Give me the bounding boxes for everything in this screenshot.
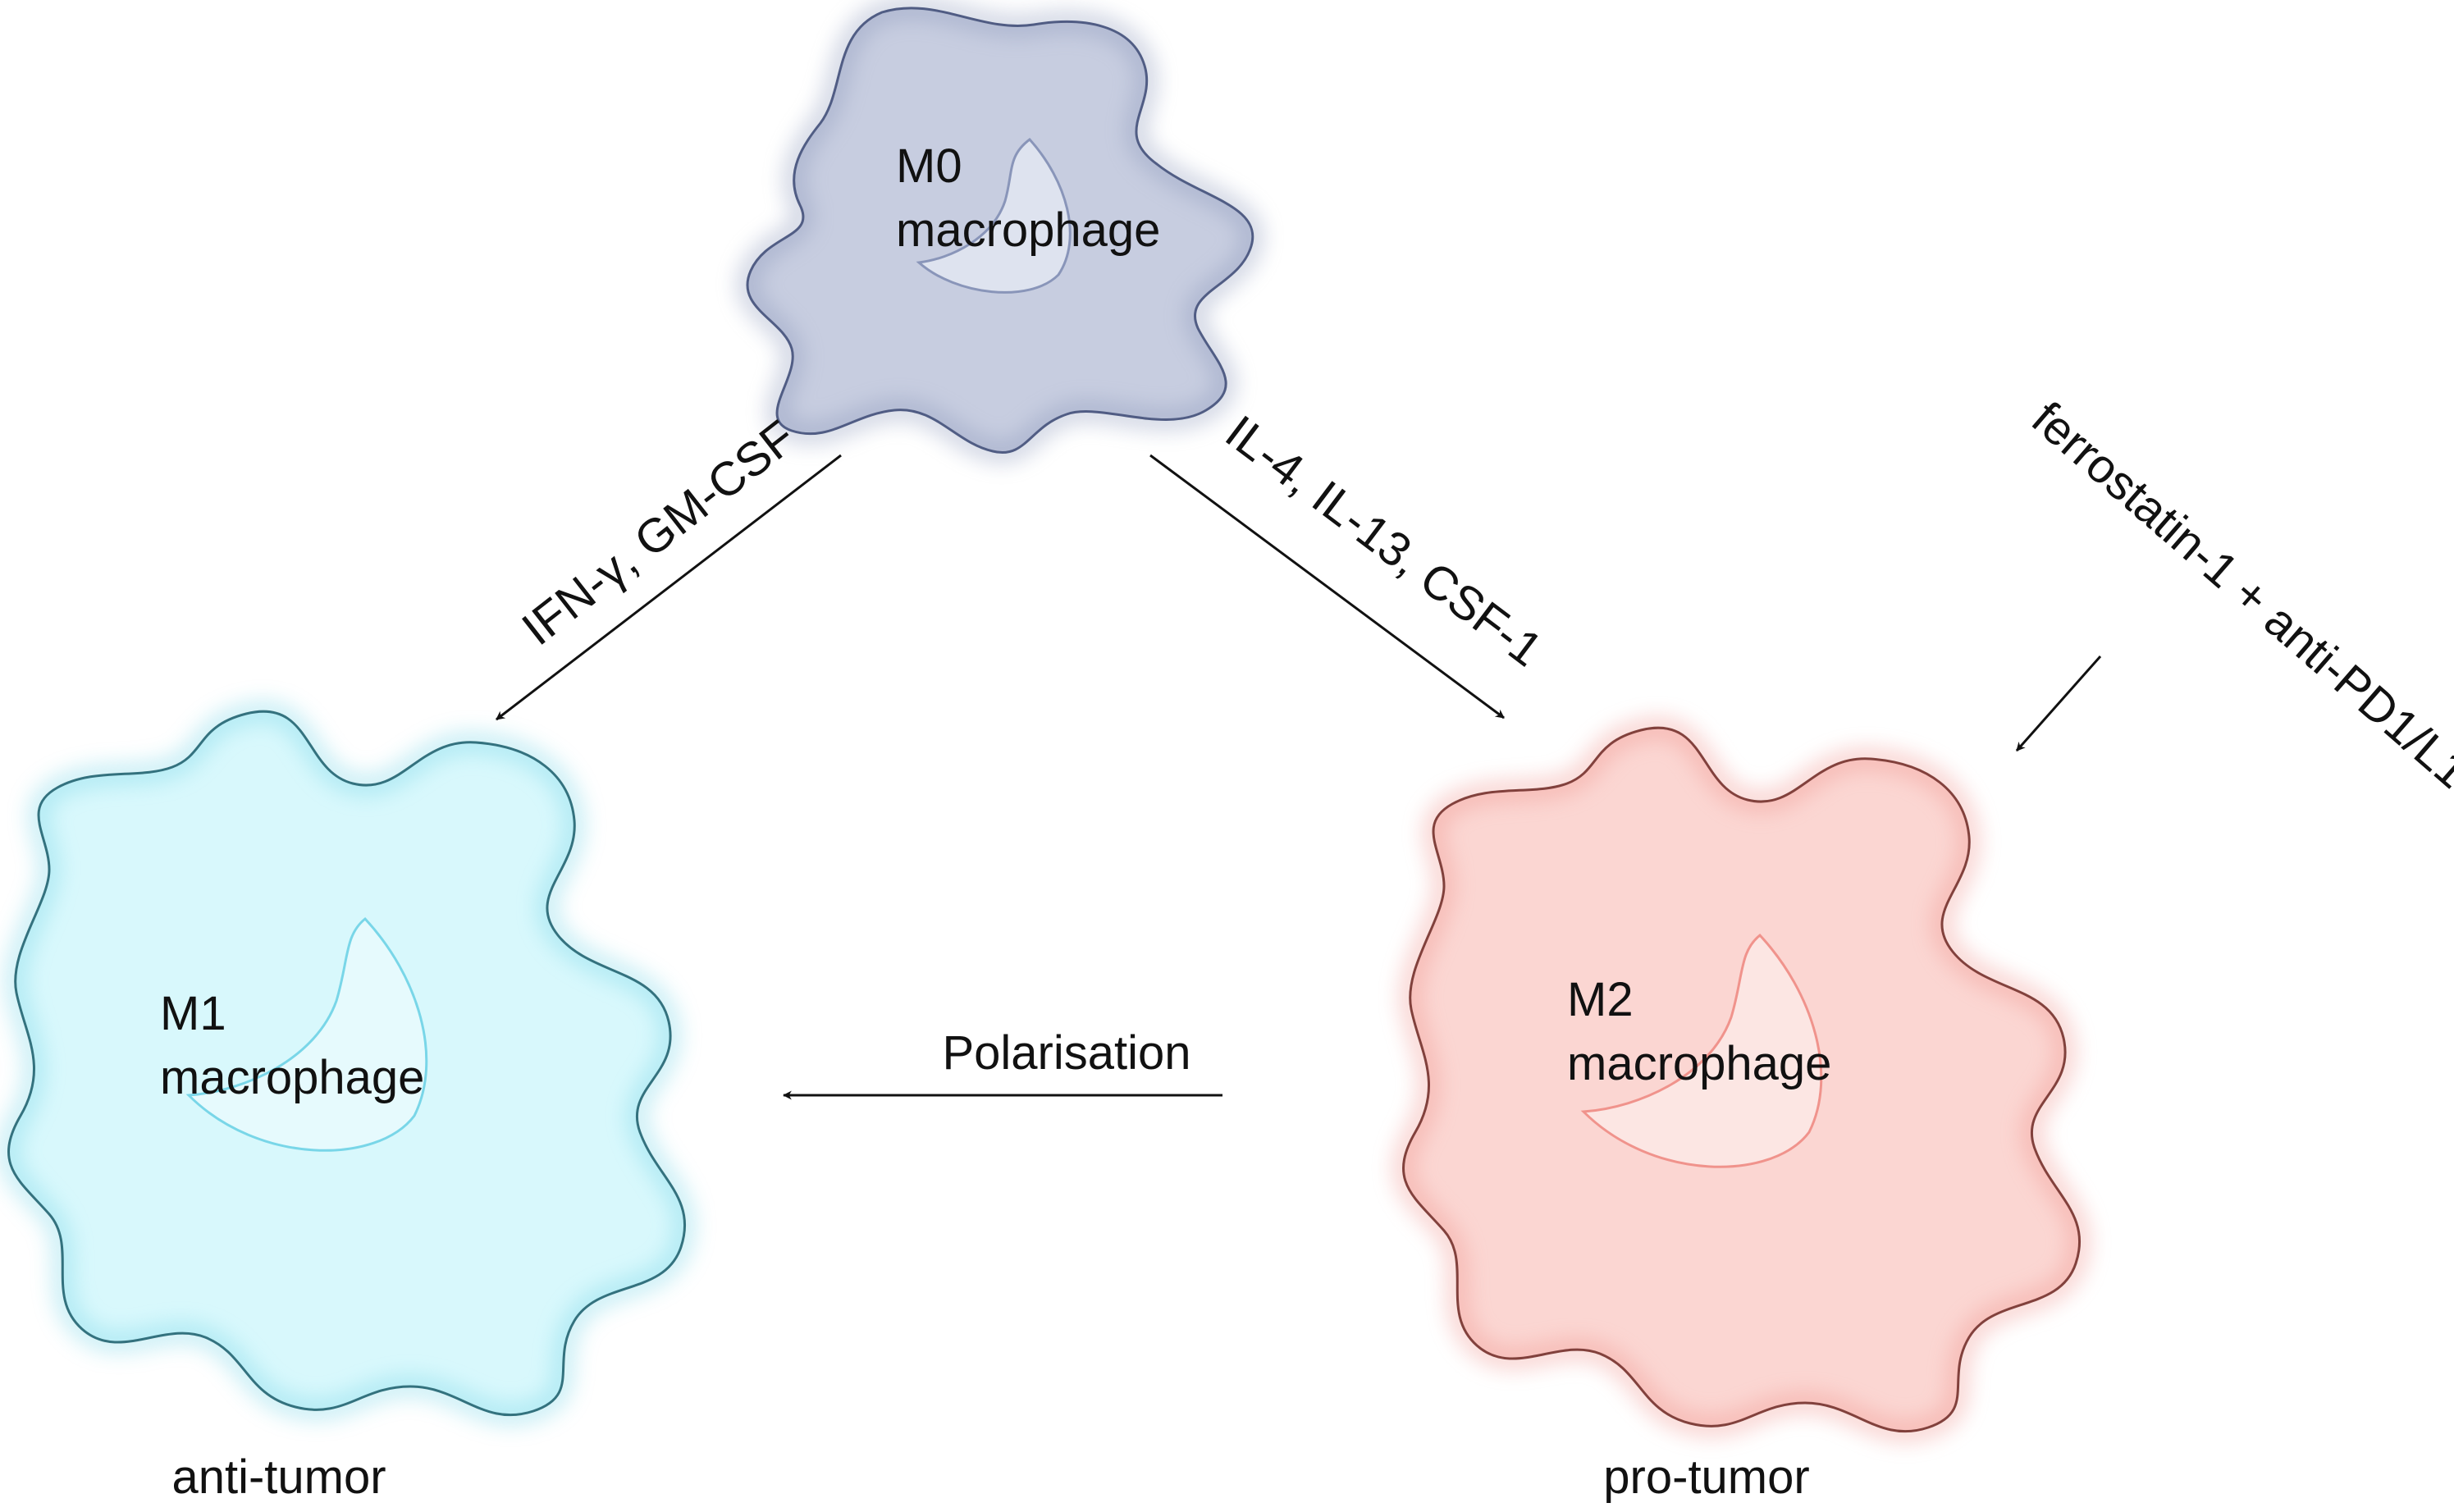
label-ifn-gm-csf: IFN-γ, GM-CSF (512, 410, 805, 656)
m2-label-line2: macrophage (1567, 1037, 1831, 1090)
m2-nucleus (1580, 933, 1823, 1168)
m2-label-line1: M2 (1567, 973, 1634, 1026)
m0-cell-rim (740, 0, 1260, 460)
label-ferrostatin-antipd1: ferrostatin-1 + anti-PD1/L1 (2022, 391, 2454, 798)
label-polarisation: Polarisation (942, 1026, 1190, 1080)
m0-label-line1: M0 (896, 139, 962, 193)
outcome-anti-tumor: anti-tumor (171, 1450, 386, 1504)
m1-nucleus (185, 916, 428, 1152)
m0-label-line2: macrophage (896, 203, 1160, 257)
m0-cell: M0 macrophage (740, 0, 1260, 460)
m1-label-line2: macrophage (160, 1051, 424, 1104)
m1-label-line1: M1 (160, 987, 226, 1040)
arrow-m0-to-m1 (496, 454, 842, 721)
m2-cell-rim (1396, 720, 2087, 1439)
m2-cell: M2 macrophage (1396, 720, 2087, 1439)
m1-cell: M1 macrophage (1, 704, 692, 1423)
m0-nucleus (916, 137, 1072, 294)
outcome-pro-tumor: pro-tumor (1603, 1450, 1809, 1504)
arrow-treatment (2015, 656, 2102, 751)
arrow-m0-to-m2 (1149, 454, 1505, 719)
m1-cell-rim (1, 704, 692, 1423)
